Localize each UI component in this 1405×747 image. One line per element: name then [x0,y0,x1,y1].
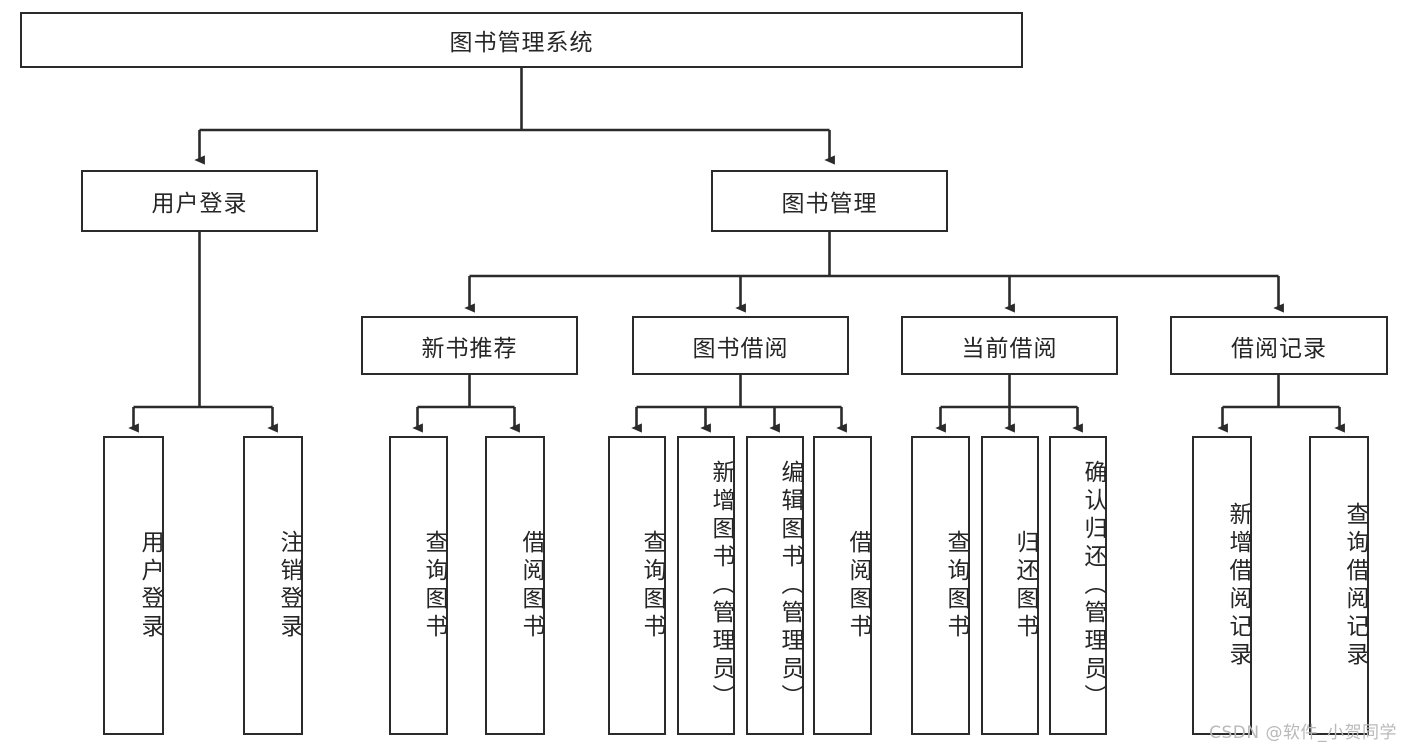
leaf-query-book-borrow[interactable]: 查询图书 [608,436,666,735]
leaf-query-book-recommend[interactable]: 查询图书 [389,436,448,735]
node-current-borrow[interactable]: 当前借阅 [901,316,1118,375]
leaf-confirm-return-admin[interactable]: 确认归还（管理员） [1049,436,1107,735]
leaf-return-book[interactable]: 归还图书 [981,436,1039,735]
leaf-borrow-book[interactable]: 借阅图书 [813,436,872,735]
leaf-add-book-admin[interactable]: 新增图书（管理员） [677,436,735,735]
csdn-watermark: CSDN @软件_小贺同学 [1209,723,1397,743]
node-borrow-record[interactable]: 借阅记录 [1170,316,1388,375]
leaf-user-login[interactable]: 用户登录 [103,436,164,735]
node-new-book-recommend[interactable]: 新书推荐 [361,316,578,375]
node-book-borrow[interactable]: 图书借阅 [632,316,849,375]
node-book-management[interactable]: 图书管理 [711,170,948,232]
node-user-login[interactable]: 用户登录 [81,170,318,232]
leaf-query-book-current[interactable]: 查询图书 [911,436,970,735]
leaf-borrow-book-recommend[interactable]: 借阅图书 [485,436,545,735]
node-root-book-management-system[interactable]: 图书管理系统 [20,12,1023,68]
leaf-edit-book-admin[interactable]: 编辑图书（管理员） [746,436,804,735]
leaf-query-borrow-record[interactable]: 查询借阅记录 [1309,436,1369,735]
leaf-add-borrow-record[interactable]: 新增借阅记录 [1192,436,1252,735]
leaf-logout-login[interactable]: 注销登录 [243,436,303,735]
